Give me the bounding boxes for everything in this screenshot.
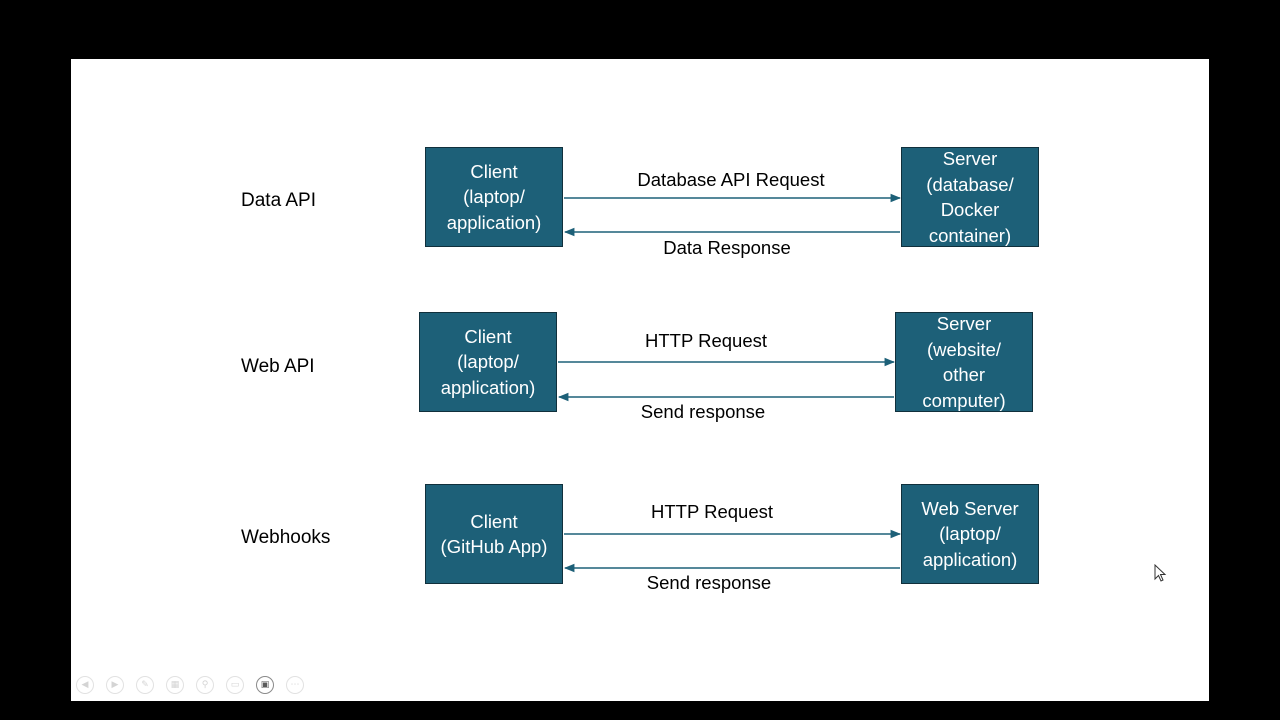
pen-icon[interactable]: ✎ (136, 676, 154, 694)
response-label-data-api: Data Response (663, 237, 791, 258)
server-box-webhooks: Web Server (laptop/ application) (901, 484, 1039, 584)
server-box-data-api: Server (database/ Docker container) (901, 147, 1039, 247)
zoom-icon[interactable]: ⚲ (196, 676, 214, 694)
next-icon[interactable]: ▶ (106, 676, 124, 694)
request-label-data-api: Database API Request (637, 169, 825, 190)
mouse-cursor-icon (1154, 564, 1167, 582)
row-label-webhooks: Webhooks (241, 527, 331, 548)
camera-icon[interactable]: ▣ (256, 676, 274, 694)
response-label-webhooks: Send response (646, 572, 772, 593)
client-box-data-api: Client (laptop/ application) (425, 147, 563, 247)
server-box-web-api: Server (website/ other computer) (895, 312, 1033, 412)
more-icon[interactable]: ⋯ (286, 676, 304, 694)
client-box-web-api: Client (laptop/ application) (419, 312, 557, 412)
row-label-web-api: Web API (241, 356, 315, 377)
previous-icon[interactable]: ◀ (76, 676, 94, 694)
row-label-data-api: Data API (241, 190, 316, 211)
client-box-webhooks: Client (GitHub App) (425, 484, 563, 584)
request-label-webhooks: HTTP Request (650, 501, 774, 522)
subtitles-icon[interactable]: ▭ (226, 676, 244, 694)
slides-icon[interactable]: ▦ (166, 676, 184, 694)
request-label-web-api: HTTP Request (644, 330, 768, 351)
response-label-web-api: Send response (640, 401, 766, 422)
presenter-toolbar: ◀ ▶ ✎ ▦ ⚲ ▭ ▣ ⋯ (76, 675, 304, 695)
